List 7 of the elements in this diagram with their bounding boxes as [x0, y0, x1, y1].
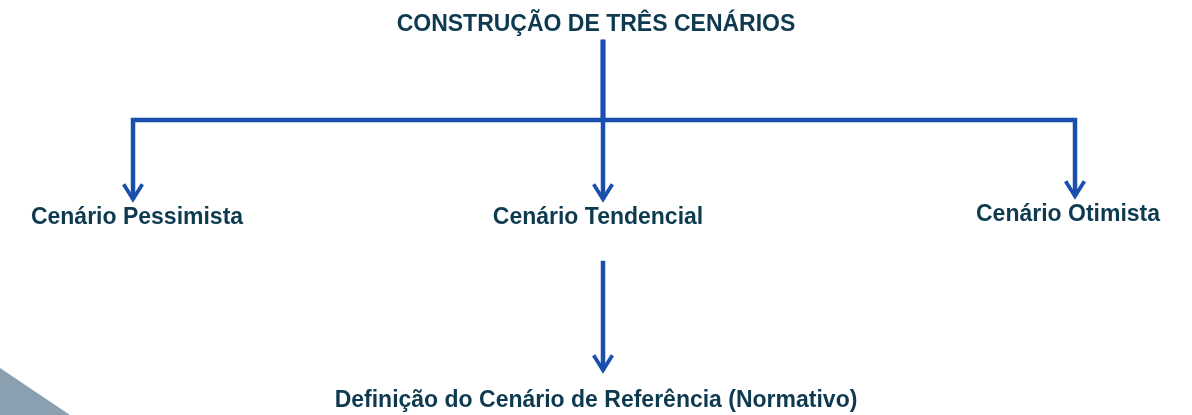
scenario-label: Cenário Pessimista [30, 203, 244, 231]
arrow [600, 39, 1087, 199]
title-text: CONSTRUÇÃO DE TRÊS CENÁRIOS [396, 10, 796, 38]
scenario-label: Cenário Otimista [976, 200, 1160, 228]
arrow [591, 260, 615, 373]
scenario-label: Definição do Cenário de Referência (Normativo) [334, 386, 858, 414]
scenario-label: Cenário Tendencial [492, 203, 704, 231]
